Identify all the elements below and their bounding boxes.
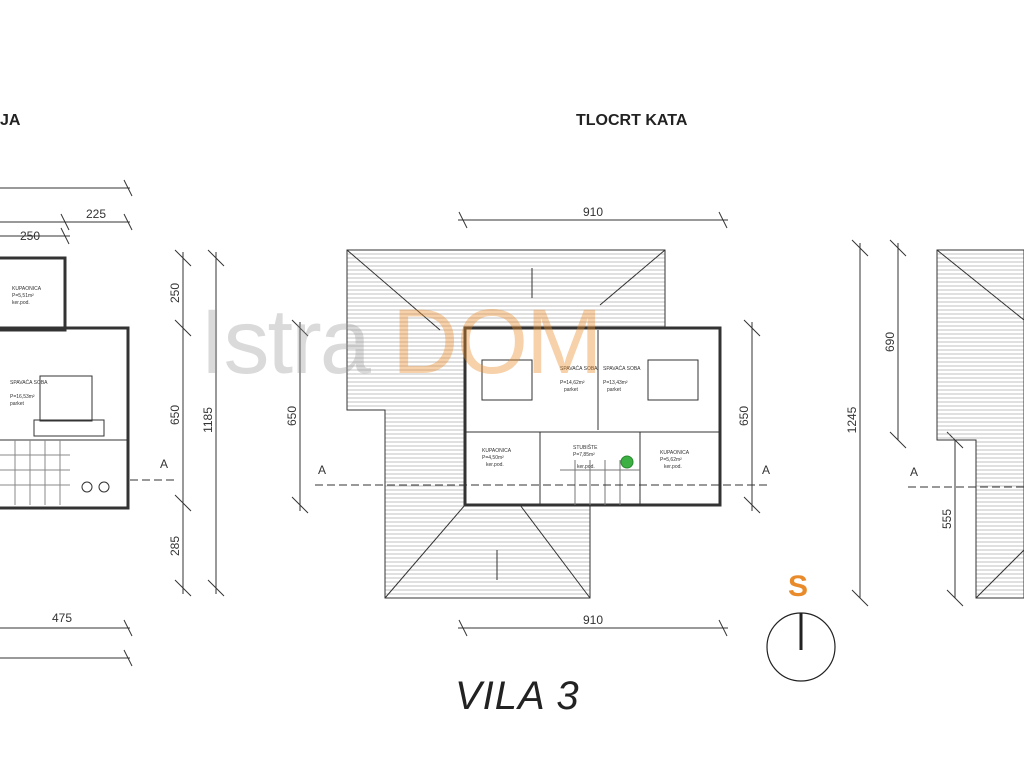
- watermark-istra: Istra: [200, 291, 371, 393]
- dim-1245: 1245: [845, 406, 859, 433]
- room-area: P=7,85m²: [573, 452, 595, 458]
- room-floor: parket: [564, 387, 579, 393]
- room-area: P=16,53m²: [10, 394, 35, 400]
- dim-650-right: 650: [737, 406, 751, 426]
- room-area: P=13,43m²: [603, 380, 628, 386]
- room-label: SPAVAĆA SOBA: [10, 379, 48, 386]
- room-label: KUPAONICA: [482, 448, 512, 454]
- room-floor: ker.pod.: [664, 464, 682, 470]
- room-label: STUBIŠTE: [573, 444, 598, 451]
- dim-v250: 250: [168, 283, 182, 303]
- section-marker-a: A: [762, 463, 770, 477]
- middle-plan-title: TLOCRT KATA: [576, 112, 688, 129]
- room-floor: ker.pod.: [577, 464, 595, 470]
- right-roof-plan: [851, 239, 1024, 607]
- left-floor-plan: [0, 179, 225, 667]
- middle-floor-plan: [291, 211, 770, 637]
- compass-label: S: [788, 570, 809, 603]
- dim-475: 475: [52, 611, 72, 625]
- compass-icon: [766, 612, 836, 682]
- room-area: P=5,62m²: [660, 457, 682, 463]
- section-marker-a: A: [910, 465, 918, 479]
- room-area: P=14,62m²: [560, 380, 585, 386]
- dim-910-bottom: 910: [583, 613, 603, 627]
- room-area: P=4,50m²: [482, 455, 504, 461]
- room-label: SPAVAĆA SOBA: [603, 365, 641, 372]
- room-floor: parket: [607, 387, 622, 393]
- section-marker-a: A: [160, 457, 168, 471]
- room-floor: ker.pod.: [486, 462, 504, 468]
- dim-225: 225: [86, 207, 106, 221]
- dim-910-top: 910: [583, 205, 603, 219]
- room-labels: SPAVAĆA SOBA P=14,62m² parket SPAVAĆA SO…: [482, 365, 690, 470]
- room-label: SPAVAĆA SOBA: [560, 365, 598, 372]
- left-plan-title: JA: [0, 112, 21, 129]
- dim-v1185: 1185: [201, 407, 215, 433]
- room-label: KUPAONICA: [12, 286, 42, 292]
- dim-v650: 650: [168, 405, 182, 425]
- dim-555: 555: [940, 509, 954, 529]
- room-label: KUPAONICA: [660, 450, 690, 456]
- section-marker-a: A: [318, 463, 326, 477]
- dim-250: 250: [20, 229, 40, 243]
- room-area: P=5,51m²: [12, 293, 34, 299]
- dim-690: 690: [883, 332, 897, 352]
- dim-650-left: 650: [285, 406, 299, 426]
- caption: VILA 3: [455, 674, 580, 718]
- dim-v285: 285: [168, 536, 182, 556]
- watermark-dom: DOM: [392, 291, 603, 393]
- room-floor: parket: [10, 401, 25, 407]
- room-floor: ker.pod.: [12, 300, 30, 306]
